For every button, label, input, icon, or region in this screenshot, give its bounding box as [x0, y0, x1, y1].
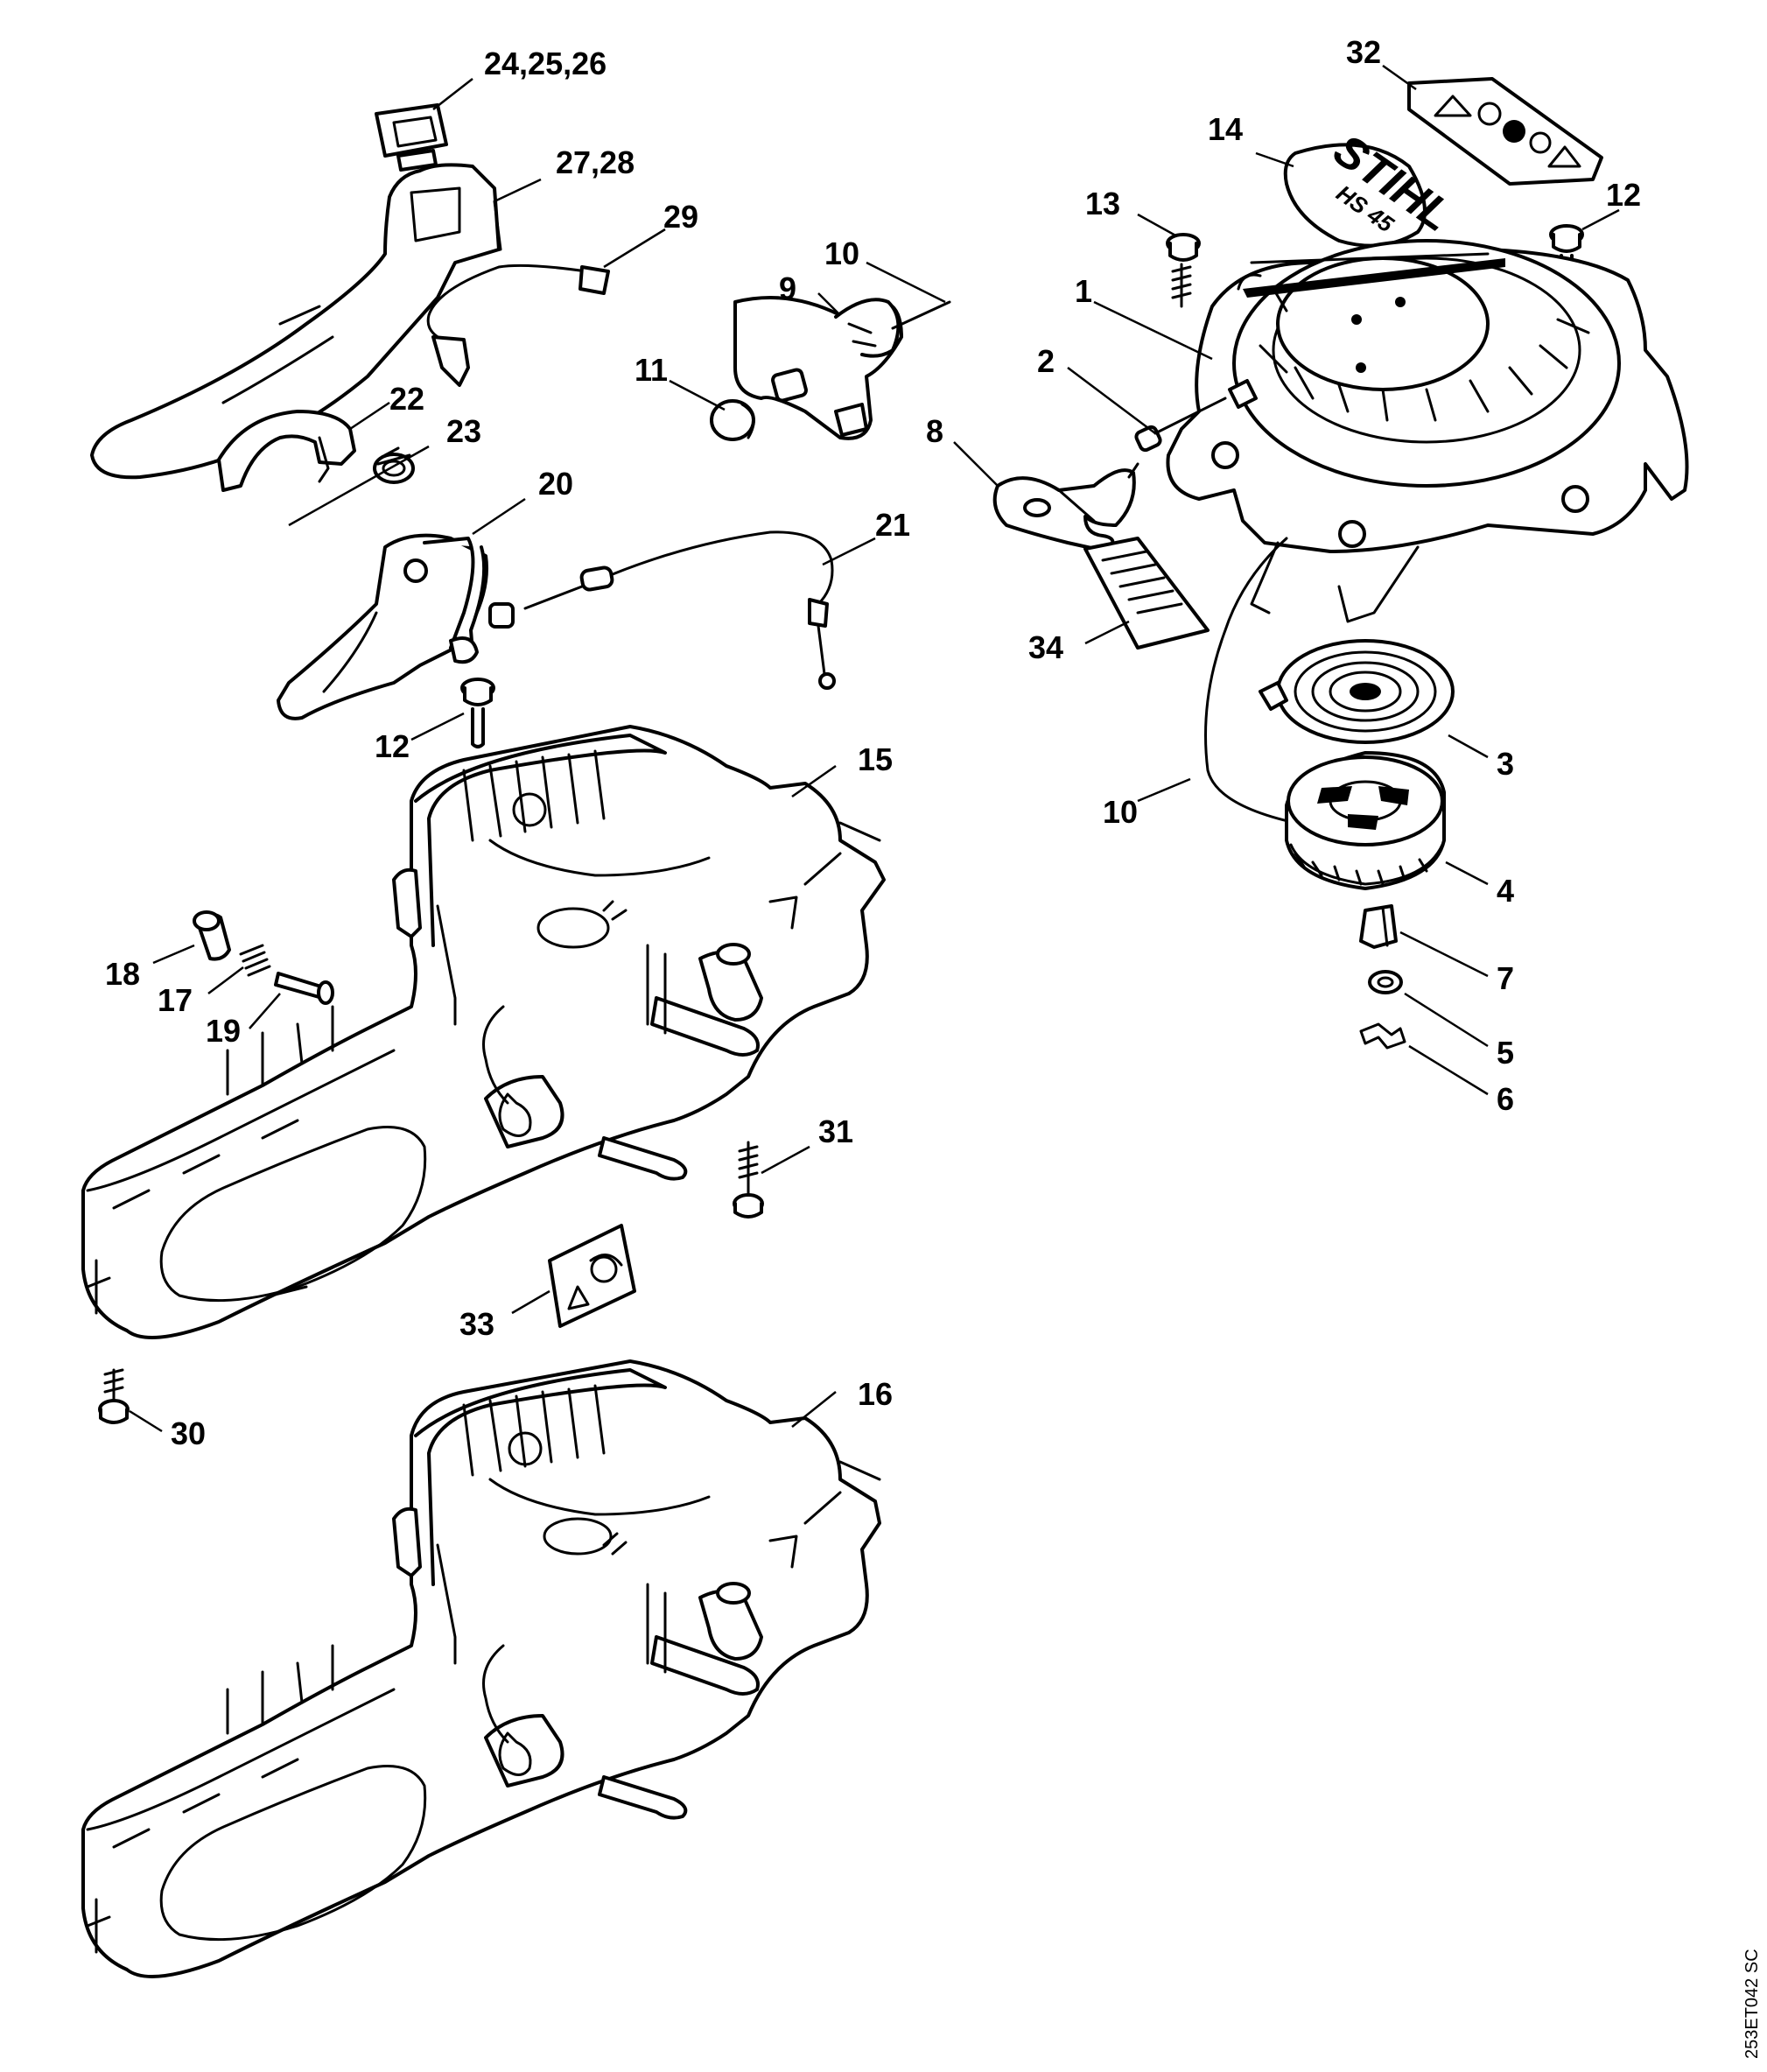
callout-21: 21: [875, 507, 910, 543]
callout-15: 15: [858, 741, 893, 777]
part-pawl: [1359, 904, 1398, 949]
callout-17: 17: [158, 982, 193, 1018]
part-bush-18: [193, 910, 231, 961]
callout-30: 30: [171, 1415, 206, 1451]
callout-6: 6: [1497, 1081, 1514, 1117]
part-screw-31: [733, 1141, 764, 1219]
part-handle-housing-16: [81, 1359, 881, 1978]
part-throttle-cable: [488, 530, 836, 690]
part-warning-label: [1407, 77, 1603, 186]
callout-4: 4: [1497, 873, 1514, 909]
part-starter-rope-lower: [1204, 537, 1297, 825]
part-washer: [1368, 970, 1403, 994]
callout-labels: 24,25,26 27,28 29 10 9 11 22 23 20 21 12…: [105, 34, 1641, 1451]
callout-22: 22: [389, 381, 424, 417]
callout-19: 19: [206, 1013, 241, 1049]
callout-8: 8: [926, 413, 943, 449]
part-pin-19: [274, 972, 334, 1005]
callout-34: 34: [1028, 629, 1063, 665]
callout-14: 14: [1208, 111, 1243, 147]
callout-1: 1: [1075, 273, 1092, 309]
part-plug: [710, 399, 755, 441]
part-short-circuit-wire: [426, 263, 610, 387]
part-starter-grip-2: [992, 462, 1139, 553]
part-info-label: [1083, 537, 1210, 650]
callout-23: 23: [446, 413, 481, 449]
part-logo-disk: STIHL HS 45: [1283, 124, 1461, 248]
callout-11: 11: [635, 352, 668, 388]
callout-18: 18: [105, 956, 140, 992]
callout-2: 2: [1037, 343, 1055, 379]
callout-24-25-26: 24,25,26: [484, 46, 607, 81]
callout-29: 29: [663, 199, 698, 235]
callout-13: 13: [1085, 186, 1120, 221]
callout-16: 16: [858, 1376, 893, 1412]
callout-12-right: 12: [1606, 177, 1641, 213]
part-clip: [217, 410, 356, 492]
callout-10-lower: 10: [1103, 794, 1138, 830]
part-starter-rope: [891, 300, 951, 330]
part-handle-cover: [90, 163, 502, 480]
part-spring-clip: [1359, 1022, 1406, 1050]
leader-lines: [129, 64, 1620, 1433]
part-handle-housing-15: [81, 725, 886, 1339]
part-starter-grip: [733, 296, 903, 440]
callout-3: 3: [1497, 746, 1514, 782]
part-screw-30: [98, 1368, 130, 1424]
part-screw-13: [1166, 233, 1201, 308]
drawing-code: 253ET042 SC: [1742, 1949, 1762, 2059]
callout-10-top: 10: [824, 235, 859, 271]
callout-27-28: 27,28: [556, 144, 635, 180]
callout-12-left: 12: [375, 728, 410, 764]
part-fan-housing: [1166, 239, 1689, 623]
part-rope-rotor: [1285, 751, 1446, 890]
part-spring-17: [239, 944, 271, 977]
callout-9: 9: [779, 270, 796, 306]
callout-20: 20: [538, 466, 573, 502]
callout-5: 5: [1497, 1035, 1514, 1071]
callout-7: 7: [1497, 960, 1514, 996]
part-switch: [375, 103, 448, 172]
callout-33: 33: [459, 1306, 494, 1342]
part-rewind-spring: [1259, 639, 1455, 744]
callout-31: 31: [818, 1113, 853, 1149]
part-screw-12-left: [460, 678, 495, 748]
part-safety-label: [548, 1224, 636, 1328]
part-throttle-trigger: [277, 533, 488, 720]
callout-32: 32: [1346, 34, 1381, 70]
